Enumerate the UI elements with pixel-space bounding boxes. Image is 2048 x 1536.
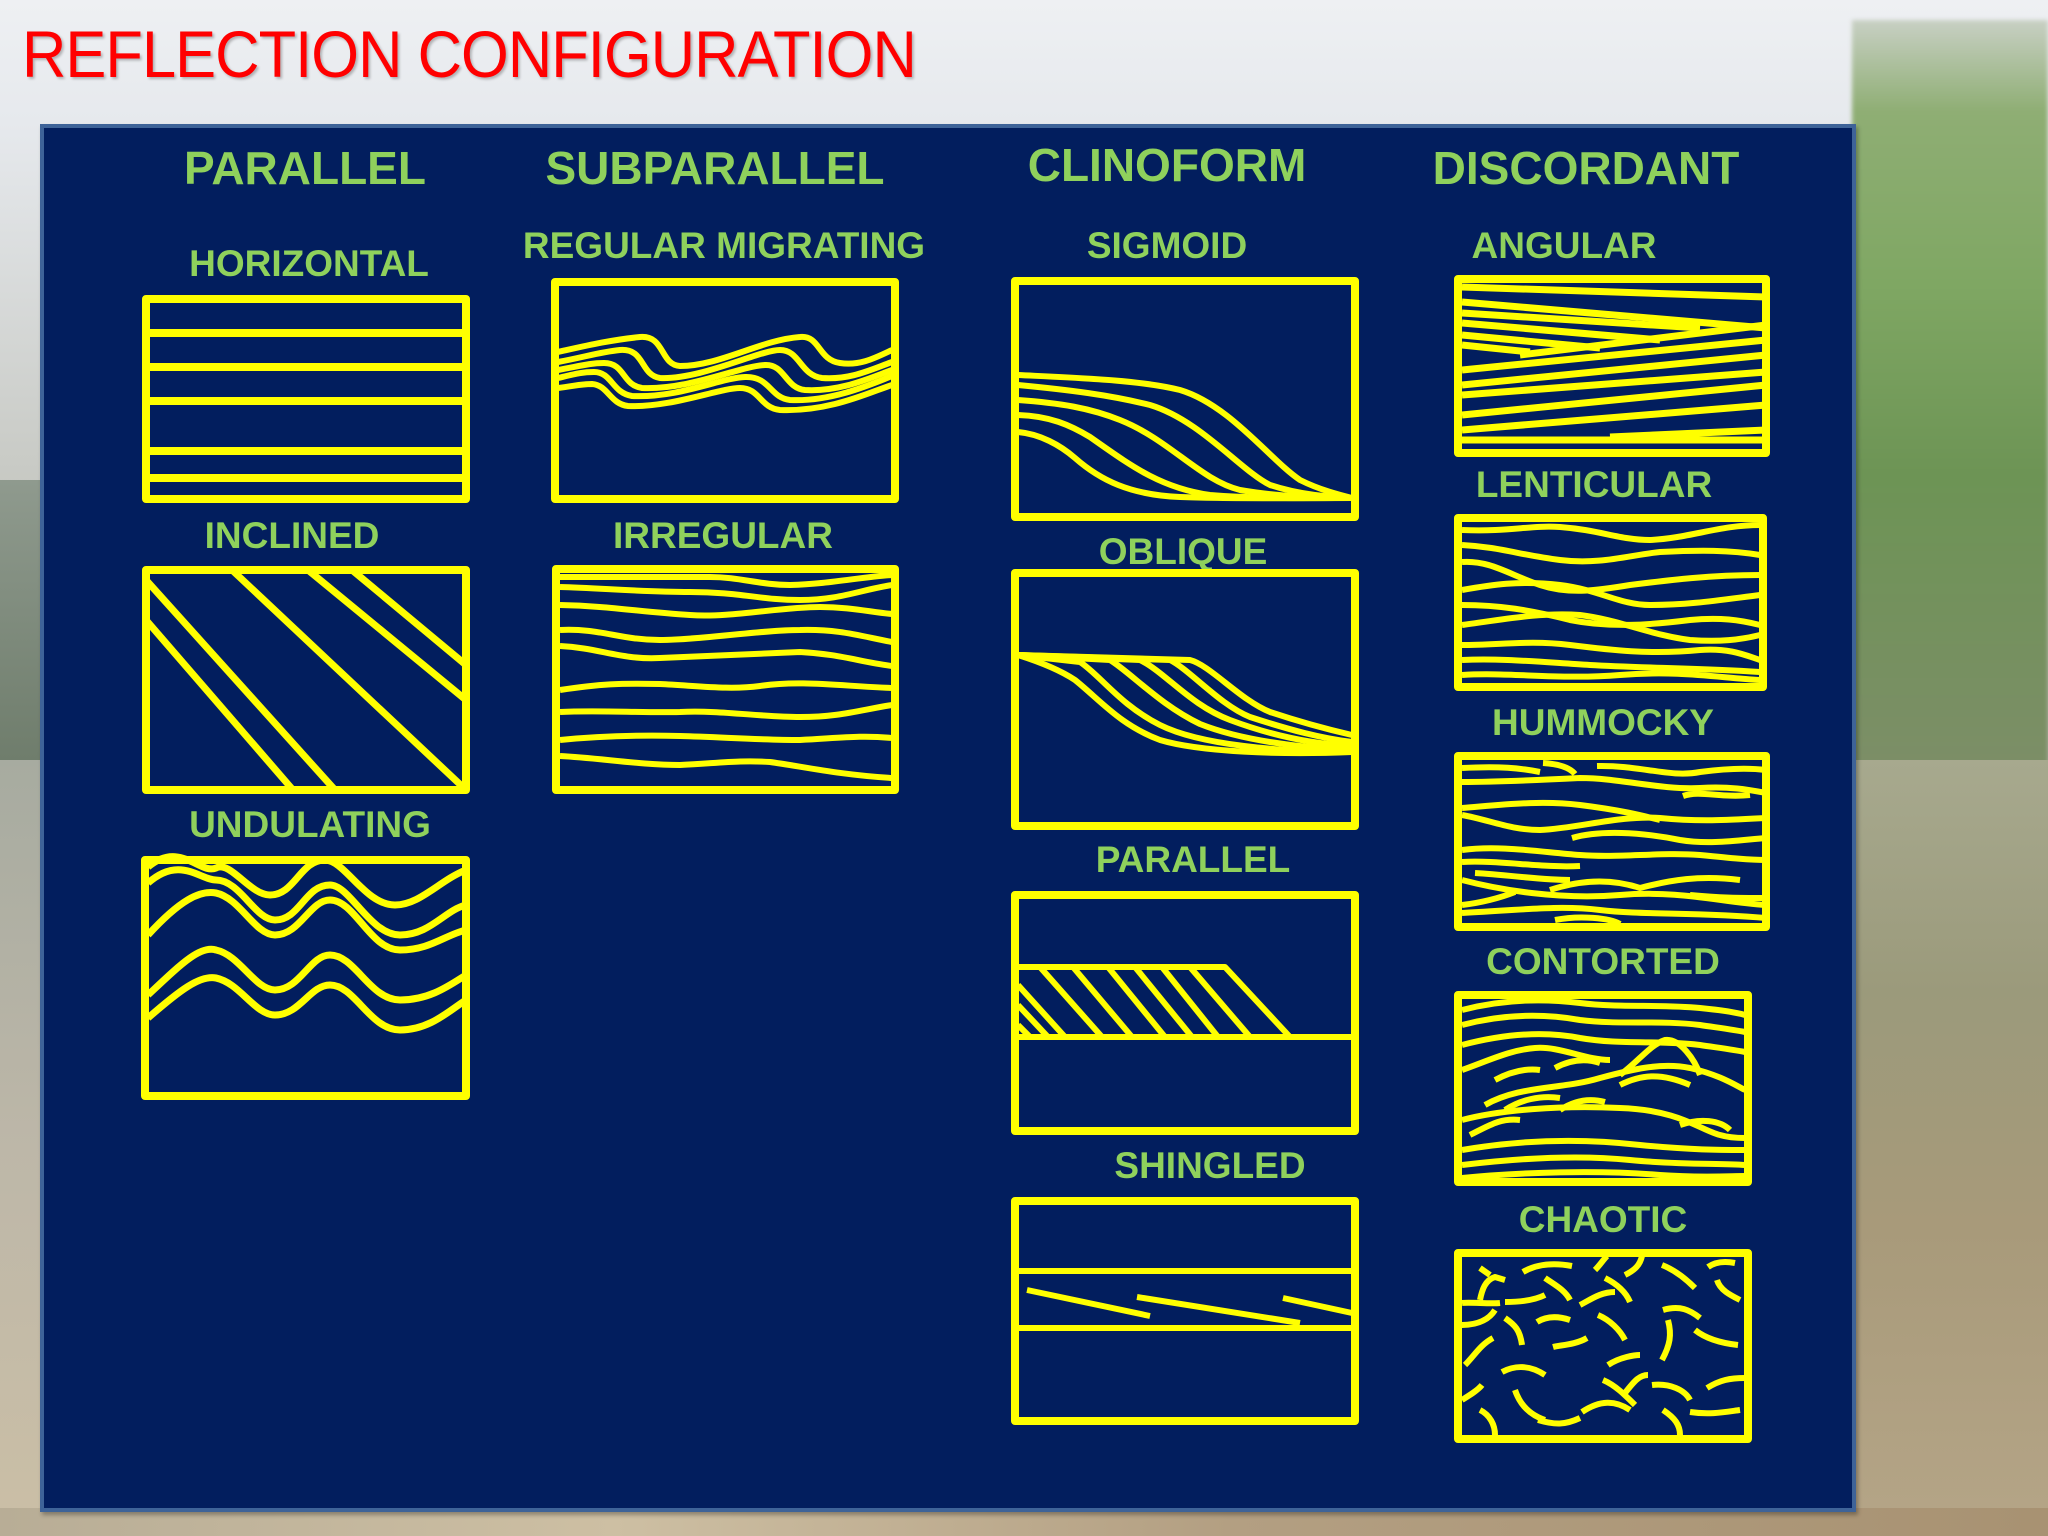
background-water bbox=[1852, 760, 2048, 1536]
label-oblique: OBLIQUE bbox=[1098, 531, 1268, 572]
column-header-discordant: DISCORDANT bbox=[1432, 142, 1740, 194]
label-irregular: IRREGULAR bbox=[613, 515, 833, 556]
background-trees bbox=[1852, 20, 2048, 780]
slide-title: REFLECTION CONFIGURATION bbox=[22, 17, 917, 91]
label-undulating: UNDULATING bbox=[189, 804, 431, 845]
label-shingled: SHINGLED bbox=[1114, 1145, 1306, 1186]
label-inclined: INCLINED bbox=[204, 515, 380, 556]
label-contorted: CONTORTED bbox=[1486, 941, 1720, 982]
background-hill bbox=[0, 480, 40, 760]
background-stones bbox=[0, 1508, 2048, 1536]
label-horizontal: HORIZONTAL bbox=[189, 243, 429, 284]
background-lake bbox=[0, 760, 40, 1536]
label-chaotic: CHAOTIC bbox=[1518, 1199, 1688, 1240]
column-header-clinoform: CLINOFORM bbox=[1027, 139, 1307, 191]
label-regular-migrating: REGULAR MIGRATING bbox=[522, 225, 926, 266]
label-clinoform-parallel: PARALLEL bbox=[1095, 839, 1291, 880]
label-lenticular: LENTICULAR bbox=[1475, 464, 1713, 505]
label-hummocky: HUMMOCKY bbox=[1492, 702, 1714, 743]
column-header-parallel: PARALLEL bbox=[184, 142, 426, 194]
label-angular: ANGULAR bbox=[1471, 225, 1657, 266]
column-header-subparallel: SUBPARALLEL bbox=[545, 142, 885, 194]
label-sigmoid: SIGMOID bbox=[1086, 225, 1248, 266]
